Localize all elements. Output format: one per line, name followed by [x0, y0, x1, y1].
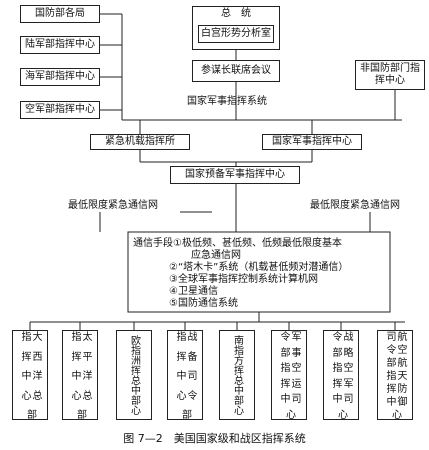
- comm-line-4: ③全球军事指挥控制系统计算机网: [169, 274, 318, 285]
- box-southern-command: 南指方挥总中部心: [219, 330, 255, 420]
- box-readiness-command: 战指备挥司中令心部: [167, 330, 203, 420]
- box-national-center: 国家军事指挥中心: [262, 134, 362, 150]
- box-navy-center: 海军部指挥中心: [20, 68, 100, 86]
- box-dod-bureaus: 国防部各局: [20, 5, 100, 23]
- box-airforce-center: 空军部指挥中心: [20, 101, 100, 119]
- box-army-center: 陆军部指挥中心: [20, 36, 100, 54]
- comm-line-6: ⑤国防通信系统: [169, 298, 238, 309]
- figure-caption: 图 7—2 美国国家级和战区指挥系统: [123, 432, 306, 445]
- president-title: 总 统: [221, 8, 251, 19]
- box-strategic-air: 战令略部空指军挥司中心: [323, 330, 359, 420]
- box-aerospace-defense: 航司空令航部天指防挥御中心: [377, 330, 413, 420]
- president-block: 总 统 白宫形势分析室: [192, 6, 280, 50]
- box-reserve-center: 国家预备军事指挥中心: [170, 166, 300, 184]
- box-non-dod: 非国防部门指挥中心: [355, 60, 425, 90]
- comm-line-2: 应急通信网: [191, 250, 241, 261]
- box-atlantic-command: 大指西挥洋中总心部: [12, 330, 48, 420]
- comm-line-3: ②“塔木卡”系统（机载甚低频对潜通信）: [169, 262, 349, 273]
- box-joint-chiefs: 参谋长联席会议: [192, 60, 280, 82]
- label-min-comm-left: 最低限度紧急通信网: [68, 200, 158, 211]
- comm-means-list: 通信手段①极低频、甚低频、低频最低限度基本 应急通信网 ②“塔木卡”系统（机载甚…: [133, 238, 383, 310]
- box-emergency-airborne: 紧急机载指挥所: [90, 134, 190, 150]
- box-european-command: 欧指洲挥总中部心: [116, 330, 152, 420]
- box-pacific-command: 太指平挥洋中总心部: [62, 330, 98, 420]
- situation-room: 白宫形势分析室: [198, 25, 274, 43]
- comm-line-5: ④卫星通信: [169, 286, 218, 297]
- box-military-airlift: 军令事部空指运挥司中心: [271, 330, 307, 420]
- comm-line-1: 通信手段①极低频、甚低频、低频最低限度基本: [133, 238, 342, 249]
- label-min-comm-right: 最低限度紧急通信网: [310, 200, 400, 211]
- label-national-system: 国家军事指挥系统: [187, 96, 267, 107]
